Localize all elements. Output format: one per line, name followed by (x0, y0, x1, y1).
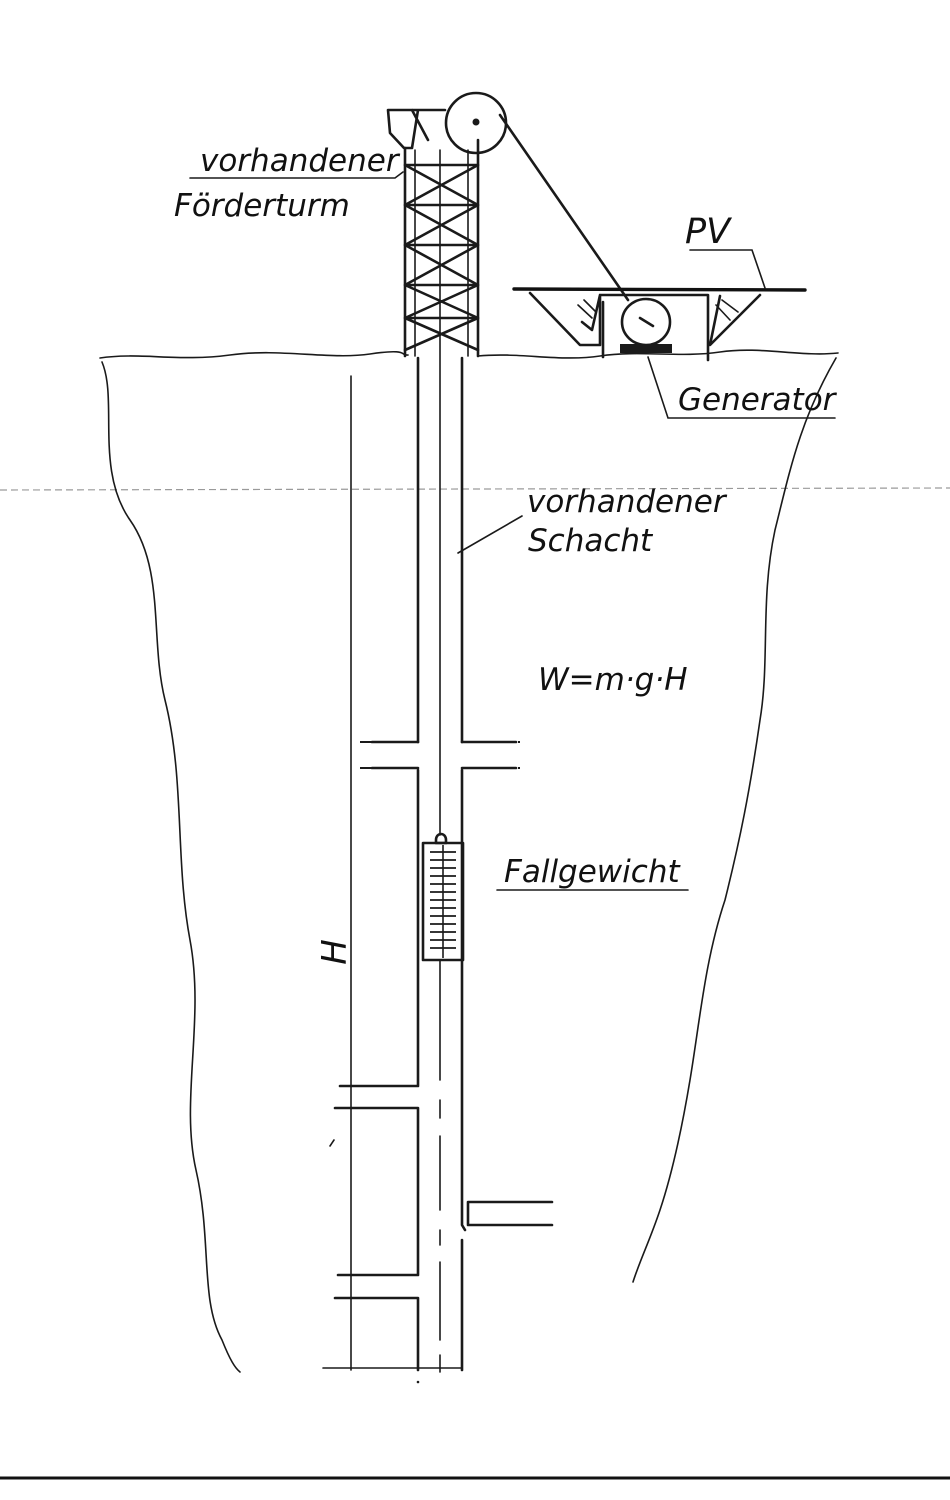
generator-base (620, 344, 672, 353)
earth-boundary-right (632, 357, 837, 1283)
label-shaft-line1: vorhandener (527, 484, 728, 520)
label-tower-line1: vorhandener (200, 143, 401, 179)
label-pv: PV (685, 212, 732, 252)
label-weight: Fallgewicht (504, 854, 681, 890)
shaft-leader (457, 515, 523, 554)
stray-mark (329, 1139, 335, 1147)
tower-lattice (403, 163, 480, 352)
generator-rope (498, 113, 630, 302)
label-generator: Generator (678, 382, 838, 418)
weight-hatch (430, 845, 456, 958)
label-height: H (315, 939, 355, 965)
shaft-break (370, 740, 518, 770)
drop-weight (421, 841, 465, 962)
shaft-wall-right (460, 356, 554, 1372)
scan-line (0, 487, 950, 491)
ground-surface (99, 349, 839, 359)
pulley-hub (472, 118, 480, 126)
weight-hook (434, 832, 448, 845)
pv-leader (689, 249, 766, 289)
earth-boundary-left (101, 361, 241, 1373)
label-shaft-line2: Schacht (528, 523, 654, 559)
shaft-break-dashes (360, 741, 520, 769)
generator-leader (647, 356, 836, 419)
generator-axis (638, 316, 655, 328)
pv-panel (512, 287, 807, 292)
headframe-top (386, 108, 447, 150)
tower-leader (189, 171, 404, 179)
pv-support-frame (528, 291, 762, 362)
label-tower-line2: Förderturm (174, 188, 350, 224)
shaft-wall-left (333, 356, 420, 1372)
label-formula: W=m·g·H (538, 662, 688, 698)
pv-support-hatch (577, 299, 739, 321)
